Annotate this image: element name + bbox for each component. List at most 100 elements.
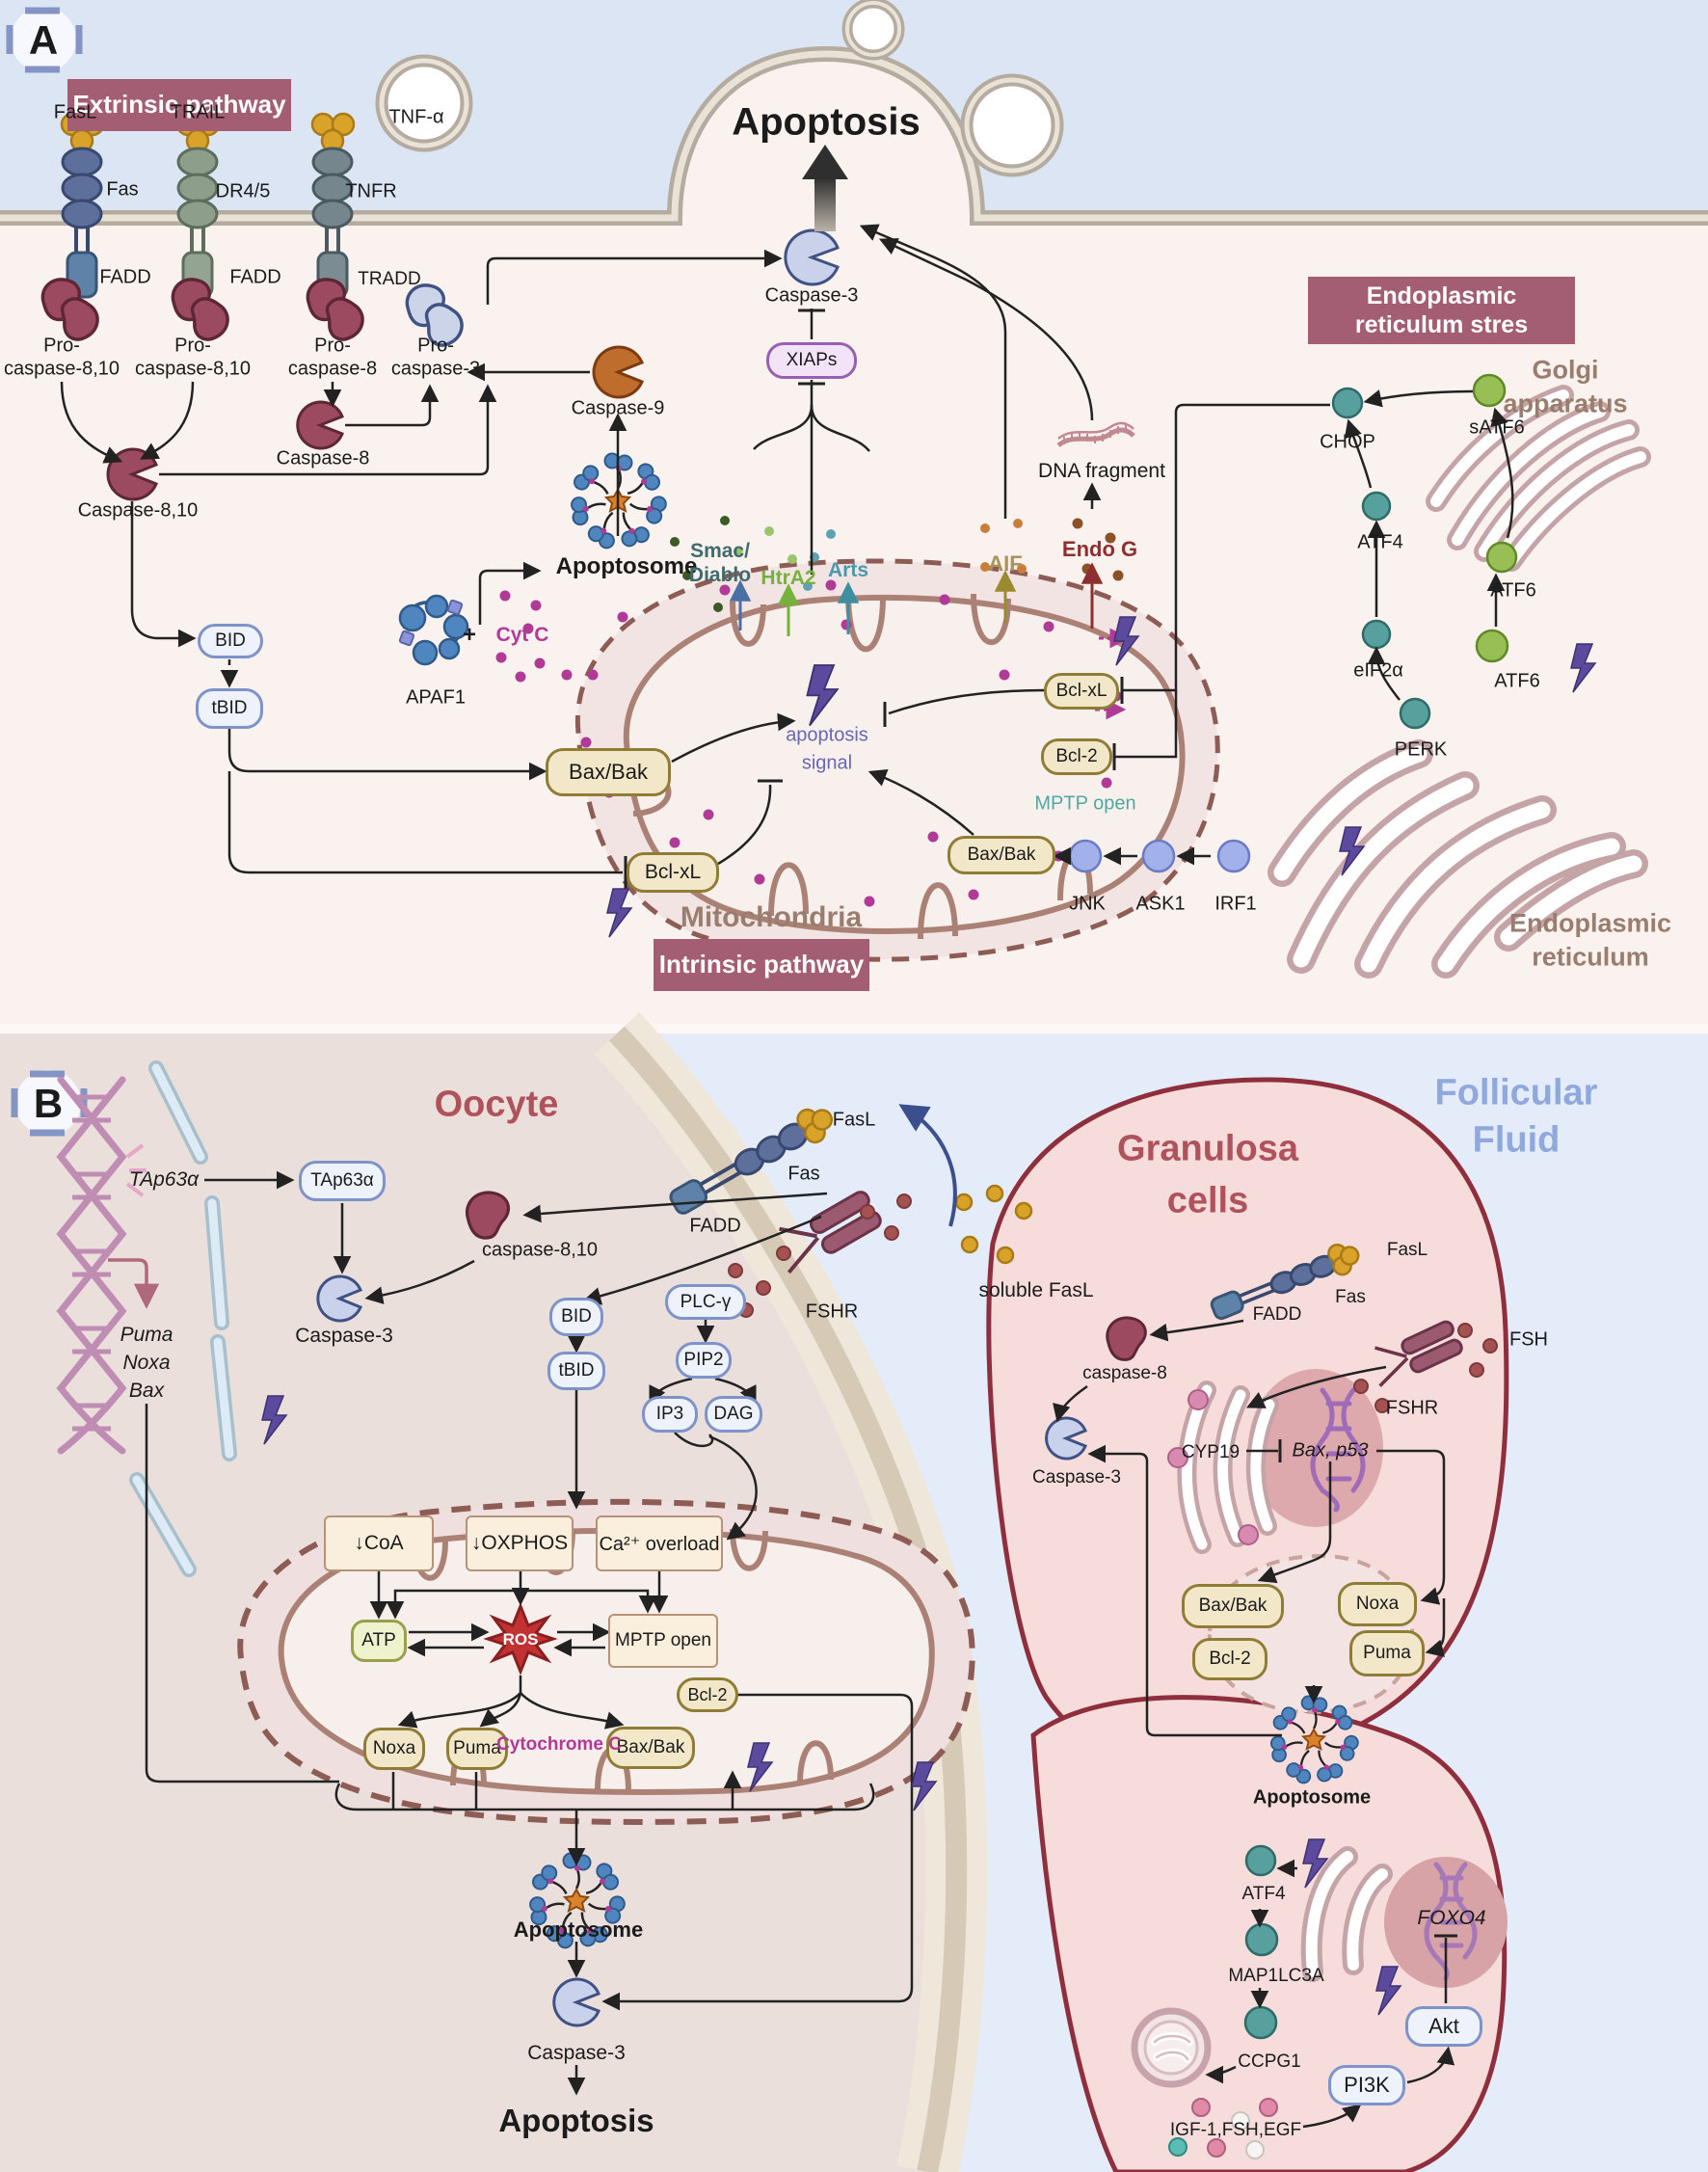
node-atp: ATP (351, 1620, 407, 1662)
label-apaf1: APAF1 (406, 686, 466, 709)
node-noxa-b: Noxa (363, 1728, 425, 1770)
node-akt: Akt (1405, 2006, 1482, 2047)
label-tradd: TRADD (358, 269, 421, 289)
label-plus: + (462, 622, 477, 648)
node-ip3: IP3 (642, 1396, 698, 1433)
label-pro1b: caspase-8,10 (3, 358, 120, 380)
label-satf6: sATF6 (1469, 416, 1525, 439)
label-tnfa: TNF-α (388, 106, 444, 128)
label-aif: AIF (988, 551, 1023, 576)
label-golgi-2: apparatus (1503, 389, 1628, 418)
label-eif2a: eIF2α (1353, 659, 1403, 682)
label-fas-oocyte: Fas (787, 1163, 820, 1185)
golgi-apparatus (1426, 385, 1651, 572)
oocyte-fas-receptor (669, 1108, 834, 1215)
label-g-atf4: ATF4 (1241, 1884, 1286, 1904)
panel-b-dots (728, 1184, 1498, 2159)
node-g-puma: Puma (1349, 1630, 1425, 1676)
granulosa-fas-receptor (1210, 1243, 1360, 1321)
caspase-9-pacman (592, 345, 644, 399)
label-ros: ROS (502, 1630, 539, 1649)
label-irf1: IRF1 (1214, 893, 1257, 915)
label-er-2: reticulum (1532, 942, 1649, 972)
node-tbid-a: tBID (196, 688, 263, 729)
er-stress-proteins (1068, 373, 1518, 873)
node-tap63a-box: TAp63α (299, 1161, 386, 1201)
label-dna-fragment: DNA fragment (1038, 460, 1165, 482)
label-granulosa-1: Granulosa (1117, 1128, 1298, 1169)
banner-extrinsic-pathway: Extrinsic pathway (67, 79, 291, 131)
ros-star (483, 1601, 558, 1676)
label-atf6-top: ATF6 (1490, 579, 1536, 602)
node-tbid-b: tBID (547, 1352, 605, 1390)
cytc-dots-free (495, 590, 573, 683)
node-g-baxbak: Bax/Bak (1182, 1584, 1284, 1628)
node-oxphos: ↓OXPHOS (466, 1515, 574, 1571)
label-fshr-oocyte: FSHR (805, 1301, 859, 1323)
label-oocyte-title: Oocyte (434, 1084, 559, 1125)
label-apoptosome-b: Apoptosome (513, 1917, 644, 1942)
label-er-1: Endoplasmic (1508, 908, 1672, 938)
label-caspase8: Caspase-8 (276, 447, 370, 469)
label-cytc-a: Cyt C (495, 624, 549, 646)
label-caspase3-oocyte: Caspase-3 (295, 1325, 393, 1347)
label-cyp19: CYP19 (1181, 1442, 1241, 1462)
granulosa-lower-proteins (1243, 1844, 1279, 2040)
label-pro2b: caspase-8,10 (134, 358, 252, 380)
label-pro4a: Pro- (417, 335, 454, 357)
granulosa-nucleus-dna-1 (1310, 1387, 1366, 1513)
label-mitochondria: Mitochondria (680, 901, 863, 933)
membrane-blebs (375, 0, 1064, 177)
dna-helix (56, 1076, 147, 1455)
node-ca-overload: Ca²⁺ overload (596, 1515, 723, 1571)
label-chop: CHOP (1320, 431, 1375, 453)
node-pi3k: PI3K (1328, 2065, 1405, 2105)
apoptosis-title-a: Apoptosis (732, 100, 921, 144)
label-trail: TRAIL (170, 101, 226, 123)
bottom-caspase3-pacman (552, 1977, 600, 2027)
label-smac-2: Diablo (688, 564, 752, 586)
label-g-caspase8: caspase-8 (1082, 1363, 1167, 1383)
node-bid-b: BID (549, 1298, 603, 1336)
node-mptp-b: MPTP open (608, 1614, 718, 1668)
label-ccpg1: CCPG1 (1238, 2051, 1301, 2072)
label-perk: PERK (1394, 738, 1448, 761)
arrows-panel-a (60, 224, 1514, 889)
label-pro1a: Pro- (43, 335, 80, 357)
label-soluble-fasl: soluble FasL (978, 1279, 1094, 1301)
node-pip2: PIP2 (676, 1342, 732, 1379)
panel-a-background (0, 0, 1708, 1028)
label-caspase3-bottom: Caspase-3 (527, 2042, 626, 2064)
oocyte-caspase3-pacman (316, 1274, 362, 1323)
caspase-3-pacman (784, 228, 840, 286)
label-atf4-a: ATF4 (1357, 531, 1403, 553)
node-bcl2-a: Bcl-2 (1041, 738, 1112, 775)
label-g-fadd: FADD (1252, 1304, 1302, 1325)
label-atf6-bottom: ATF6 (1494, 670, 1540, 692)
node-bid-a: BID (198, 624, 263, 658)
node-baxbak-b: Bax/Bak (606, 1727, 695, 1769)
label-caspase3-a: Caspase-3 (764, 284, 859, 307)
label-granulosa-2: cells (1166, 1180, 1249, 1221)
label-jnk: JNK (1069, 893, 1106, 915)
label-mptp-a: MPTP open (1034, 792, 1136, 815)
label-fadd-1: FADD (99, 266, 151, 288)
banner-intrinsic-pathway: Intrinsic pathway (654, 939, 869, 991)
label-apoptosome-a: Apoptosome (555, 553, 698, 579)
node-coa: ↓CoA (324, 1515, 434, 1571)
label-smac-1: Smac/ (690, 540, 750, 562)
node-g-noxa: Noxa (1338, 1582, 1417, 1626)
granulosa-caspase3-pacman (1045, 1416, 1087, 1461)
label-bax-gene: Bax (128, 1380, 165, 1402)
endoplasmic-reticulum-a (1268, 739, 1648, 979)
node-bclxl-left: Bcl-xL (627, 852, 719, 893)
granulosa-golgi (1167, 1381, 1279, 1554)
node-baxbak-left: Bax/Bak (546, 748, 671, 796)
label-g-apoptosome: Apoptosome (1252, 1786, 1372, 1809)
node-xiaps: XIAPs (766, 342, 857, 379)
label-ask1: ASK1 (1135, 893, 1186, 915)
label-pro3b: caspase-8 (287, 358, 378, 380)
